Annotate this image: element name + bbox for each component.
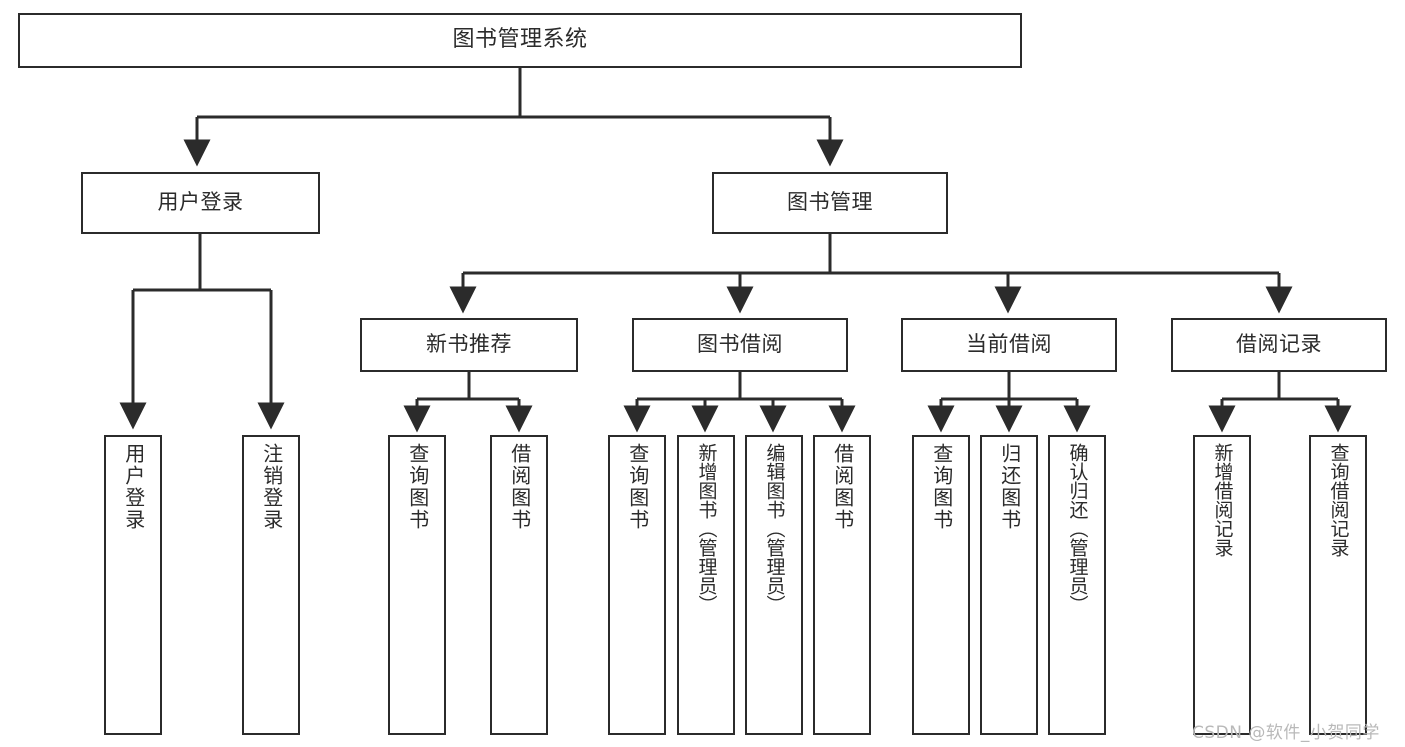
node-borrow-record[interactable]: 借阅记录 — [1171, 318, 1387, 372]
node-user-login-label: 用户登录 — [157, 190, 244, 215]
node-leaf-query-record-label: 查询借阅记录 — [1327, 443, 1350, 557]
node-book-borrow-label: 图书借阅 — [697, 332, 783, 357]
node-current-borrow[interactable]: 当前借阅 — [901, 318, 1117, 372]
node-leaf-borrow-book-2-label: 借阅图书 — [830, 443, 855, 531]
node-leaf-return-book[interactable]: 归还图书 — [980, 435, 1038, 735]
node-leaf-logout[interactable]: 注销登录 — [242, 435, 300, 735]
node-borrow-record-label: 借阅记录 — [1236, 332, 1322, 357]
node-leaf-add-record-label: 新增借阅记录 — [1211, 443, 1234, 557]
node-leaf-logout-label: 注销登录 — [259, 443, 284, 531]
node-leaf-borrow-book-1-label: 借阅图书 — [507, 443, 532, 531]
node-root-system[interactable]: 图书管理系统 — [18, 13, 1022, 68]
node-book-borrow[interactable]: 图书借阅 — [632, 318, 848, 372]
node-new-book-recommend-label: 新书推荐 — [426, 332, 512, 357]
node-leaf-query-book-3-label: 查询图书 — [929, 443, 954, 531]
node-leaf-query-book-2-label: 查询图书 — [625, 443, 650, 531]
node-new-book-recommend[interactable]: 新书推荐 — [360, 318, 578, 372]
node-leaf-query-book-1[interactable]: 查询图书 — [388, 435, 446, 735]
node-leaf-query-book-2[interactable]: 查询图书 — [608, 435, 666, 735]
node-leaf-add-record[interactable]: 新增借阅记录 — [1193, 435, 1251, 735]
node-user-login[interactable]: 用户登录 — [81, 172, 320, 234]
node-leaf-query-record[interactable]: 查询借阅记录 — [1309, 435, 1367, 735]
node-leaf-confirm-return[interactable]: 确认归还（管理员） — [1048, 435, 1106, 735]
node-root-system-label: 图书管理系统 — [452, 27, 588, 53]
node-leaf-query-book-1-label: 查询图书 — [405, 443, 430, 531]
node-leaf-edit-book-label: 编辑图书（管理员） — [763, 443, 786, 614]
node-leaf-edit-book[interactable]: 编辑图书（管理员） — [745, 435, 803, 735]
node-leaf-query-book-3[interactable]: 查询图书 — [912, 435, 970, 735]
node-book-manage-label: 图书管理 — [787, 190, 873, 215]
node-book-manage[interactable]: 图书管理 — [712, 172, 948, 234]
node-leaf-confirm-return-label: 确认归还（管理员） — [1066, 443, 1089, 614]
node-leaf-add-book-label: 新增图书（管理员） — [695, 443, 718, 614]
node-leaf-borrow-book-2[interactable]: 借阅图书 — [813, 435, 871, 735]
node-leaf-user-login-label: 用户登录 — [121, 443, 146, 531]
node-leaf-borrow-book-1[interactable]: 借阅图书 — [490, 435, 548, 735]
node-leaf-return-book-label: 归还图书 — [997, 443, 1022, 531]
node-current-borrow-label: 当前借阅 — [966, 332, 1052, 357]
node-leaf-add-book[interactable]: 新增图书（管理员） — [677, 435, 735, 735]
node-leaf-user-login[interactable]: 用户登录 — [104, 435, 162, 735]
